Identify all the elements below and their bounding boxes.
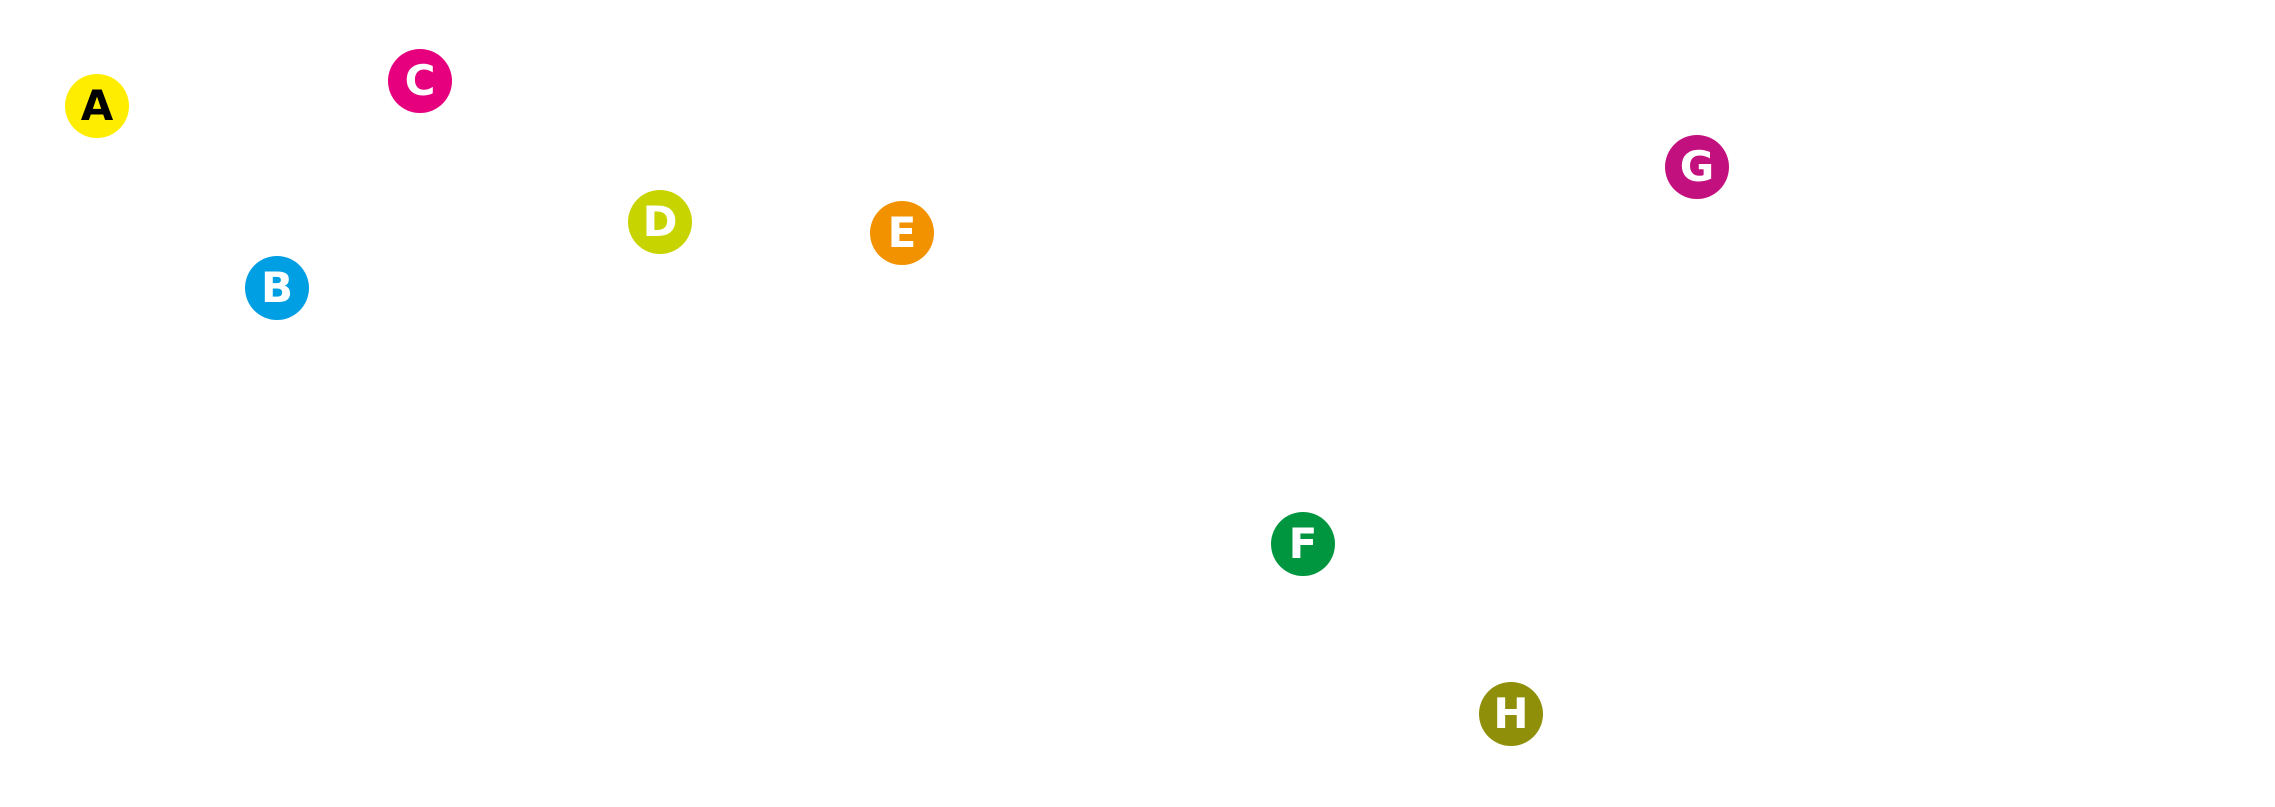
marker-e: E — [870, 201, 934, 265]
marker-e-label: E — [887, 208, 917, 257]
marker-h: H — [1479, 682, 1543, 746]
marker-f: F — [1271, 512, 1335, 576]
marker-d-label: D — [642, 197, 678, 246]
marker-c-label: C — [404, 56, 436, 105]
marker-a: A — [65, 74, 129, 138]
marker-b-label: B — [260, 263, 293, 312]
marker-b: B — [245, 256, 309, 320]
marker-g-label: G — [1679, 142, 1715, 191]
marker-d: D — [628, 190, 692, 254]
marker-f-label: F — [1288, 519, 1318, 568]
marker-a-label: A — [80, 81, 114, 130]
marker-h-label: H — [1493, 689, 1529, 738]
marker-c: C — [388, 49, 452, 113]
marker-g: G — [1665, 135, 1729, 199]
